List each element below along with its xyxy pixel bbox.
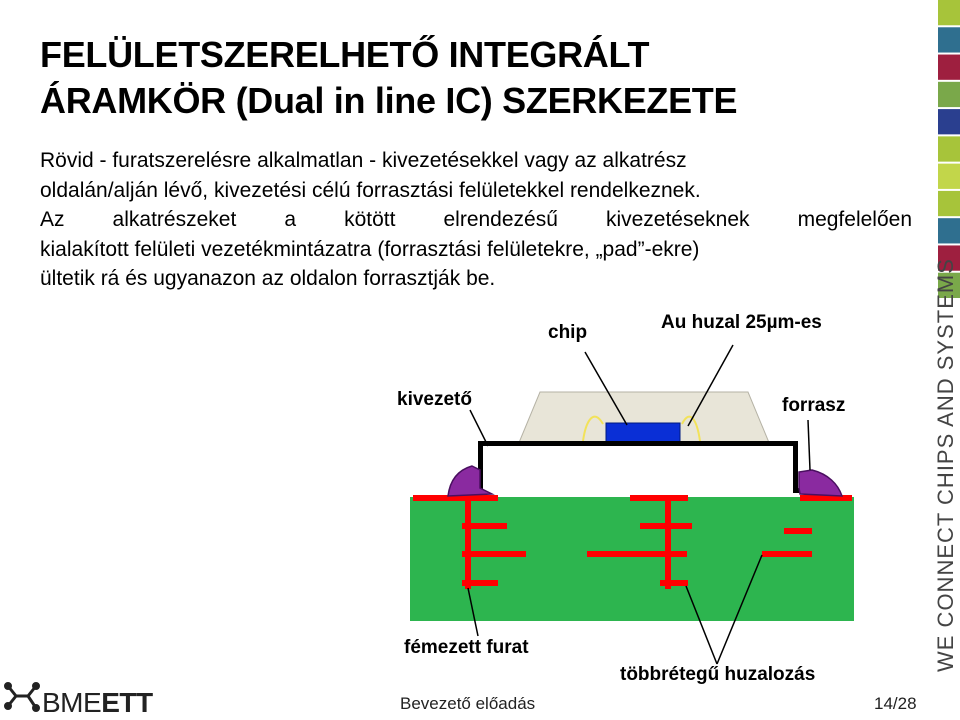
trace — [465, 497, 471, 589]
stripe-block — [938, 272, 960, 298]
title-line-2: ÁRAMKÖR (Dual in line IC) SZERKEZETE — [40, 80, 738, 121]
pointer-lines — [467, 344, 811, 665]
logo-text: BMEETT — [42, 687, 153, 719]
stripe-block — [938, 245, 960, 271]
body-text: Rövid - furatszerelésre alkalmatlan - ki… — [40, 146, 912, 294]
label-via: fémezett furat — [404, 637, 529, 658]
label-solder: forrasz — [782, 395, 846, 416]
solder-joint-left — [447, 465, 495, 497]
page-number: 14/28 — [874, 694, 917, 713]
bmeett-logo-icon — [4, 682, 40, 712]
title-line-1: FELÜLETSZERELHETŐ INTEGRÁLT — [40, 34, 650, 75]
stripe-block — [938, 136, 960, 162]
trace — [665, 497, 671, 589]
stripe-block — [938, 27, 960, 53]
sidebar-tagline: WE CONNECT CHIPS AND SYSTEMS — [933, 258, 958, 672]
logo-text-bold: ETT — [101, 687, 153, 718]
solder-joint-right — [798, 469, 844, 497]
trace — [462, 551, 526, 557]
ic-structure-diagram — [410, 344, 854, 665]
stripe-block — [938, 54, 960, 80]
body-line-2: oldalán/alján lévő, kivezetési célú forr… — [40, 178, 701, 202]
label-gold-wire: Au huzal 25µm-es — [661, 312, 822, 333]
trace — [800, 495, 852, 501]
stripe-block — [938, 190, 960, 217]
trace — [462, 523, 507, 529]
sidebar-stripe — [938, 0, 960, 298]
page-title: FELÜLETSZERELHETŐ INTEGRÁLT ÁRAMKÖR (Dua… — [40, 32, 910, 124]
label-lead: kivezető — [397, 389, 472, 410]
body-line-4: kialakított felületi vezetékmintázatra (… — [40, 237, 700, 261]
gold-wire — [582, 415, 604, 442]
trace — [462, 580, 498, 586]
lead-frame — [455, 441, 839, 493]
label-multilayer: többrétegű huzalozás — [620, 664, 816, 685]
pcb-board — [410, 497, 854, 621]
label-chip: chip — [548, 322, 588, 343]
silicon-die — [605, 422, 681, 445]
trace — [587, 551, 687, 557]
trace — [784, 528, 812, 534]
logo-text-light: BME — [42, 687, 102, 718]
trace — [660, 580, 688, 586]
trace — [413, 495, 498, 501]
stripe-block — [938, 218, 960, 244]
body-line-5: ültetik rá és ugyanazon az oldalon forra… — [40, 267, 496, 290]
pcb-traces — [413, 495, 852, 589]
stripe-block — [938, 0, 960, 26]
stripe-block — [938, 109, 960, 135]
trace — [762, 551, 812, 557]
body-line-3: Az alkatrészeket a kötött elrendezésű ki… — [40, 208, 912, 231]
body-line-1: Rövid - furatszerelésre alkalmatlan - ki… — [40, 149, 687, 172]
stripe-block — [938, 163, 960, 189]
trace — [630, 495, 688, 501]
footer-title: Bevezető előadás — [400, 694, 536, 713]
stripe-block — [938, 81, 960, 108]
